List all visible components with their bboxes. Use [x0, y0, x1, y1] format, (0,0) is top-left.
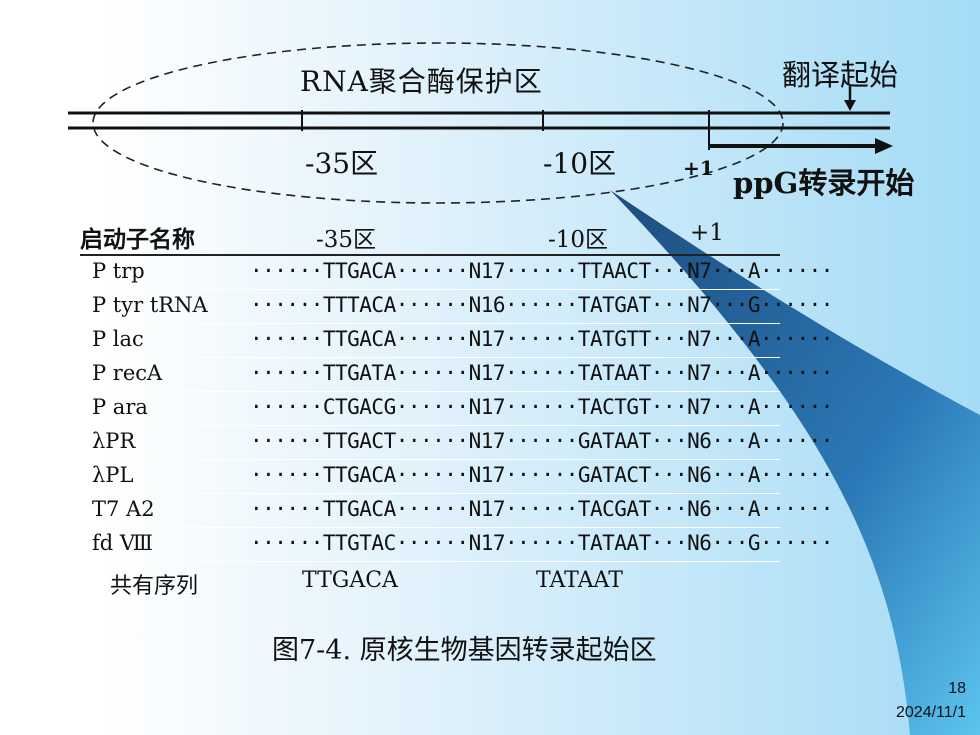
promoter-name: T7 A2: [92, 497, 155, 521]
ppg-start-label: ppG转录开始: [733, 166, 915, 200]
table-row: λPL ······TTGACA······N17······GATACT···N…: [80, 460, 833, 494]
oval-title: RNA聚合酶保护区: [300, 65, 543, 98]
consensus-row: 共有序列 TTGACA TATAAT: [80, 568, 780, 602]
promoter-name: P lac: [92, 327, 144, 351]
header-plus1: +1: [690, 220, 724, 246]
consensus-minus10: TATAAT: [536, 568, 623, 593]
figure-caption: 图7-4. 原核生物基因转录起始区: [272, 635, 657, 666]
header-promoter-name: 启动子名称: [80, 226, 195, 253]
translation-arrow-head: [844, 100, 856, 111]
header-minus35: -35区: [316, 227, 377, 253]
promoter-sequence: ······CTGACG······N17······TACTGT···N7··…: [250, 395, 833, 419]
promoter-name: P ara: [92, 395, 148, 419]
promoter-name: λPL: [92, 463, 134, 487]
consensus-label: 共有序列: [110, 574, 199, 599]
slide-date: 2024/11/1: [896, 704, 966, 721]
plus1-label: +1: [683, 156, 714, 180]
table-row: P tyr tRNA ······TTTACA······N16······TAT…: [80, 290, 833, 324]
table-row: P ara ······CTGACG······N17······TACTGT··…: [80, 392, 833, 426]
table-row: T7 A2 ······TTGACA······N17······TACGAT··…: [80, 494, 833, 528]
promoter-name: fd Ⅷ: [92, 531, 153, 555]
promoter-sequence: ······TTGACT······N17······GATAAT···N6··…: [250, 429, 833, 453]
minus35-label: -35区: [305, 147, 379, 180]
promoter-sequence: ······TTGACA······N17······GATACT···N6··…: [250, 463, 833, 487]
blue-swoosh: [610, 190, 980, 735]
table-row: λPR ······TTGACT······N17······GATAAT···N…: [80, 426, 833, 460]
promoter-sequence: ······TTGACA······N17······TTAACT···N7··…: [250, 259, 833, 283]
page-number: 18: [948, 680, 966, 697]
table-row: P lac ······TTGACA······N17······TATGTT··…: [80, 324, 833, 358]
consensus-minus35: TTGACA: [302, 568, 398, 593]
header-minus10: -10区: [548, 227, 609, 253]
table-row: P trp ······TTGACA······N17······TTAACT··…: [80, 256, 833, 290]
promoter-sequence: ······TTGACA······N17······TACGAT···N6··…: [250, 497, 833, 521]
promoter-name: λPR: [92, 429, 136, 453]
promoter-name: P tyr tRNA: [92, 293, 208, 317]
promoter-sequence: ······TTTACA······N16······TATGAT···N7··…: [250, 293, 833, 317]
promoter-sequence: ······TTGTAC······N17······TATAAT···N6··…: [250, 531, 833, 555]
table-row: fd Ⅷ ······TTGTAC······N17······TATAAT···…: [80, 528, 833, 562]
polymerase-protection-oval: [92, 42, 784, 204]
translation-start-label: 翻译起始: [782, 58, 899, 92]
promoter-name: P recA: [92, 361, 163, 385]
promoter-sequence: ······TTGATA······N17······TATAAT···N7··…: [250, 361, 833, 385]
promoter-name: P trp: [92, 259, 145, 283]
promoter-sequence: ······TTGACA······N17······TATGTT···N7··…: [250, 327, 833, 351]
table-header: 启动子名称 -35区 -10区 +1: [80, 220, 780, 256]
minus10-label: -10区: [543, 147, 617, 180]
promoter-table: 启动子名称 -35区 -10区 +1 P trp ······TTGACA····…: [80, 220, 833, 602]
table-row: P recA ······TTGATA······N17······TATAAT·…: [80, 358, 833, 392]
transcription-arrow-head: [875, 138, 893, 154]
